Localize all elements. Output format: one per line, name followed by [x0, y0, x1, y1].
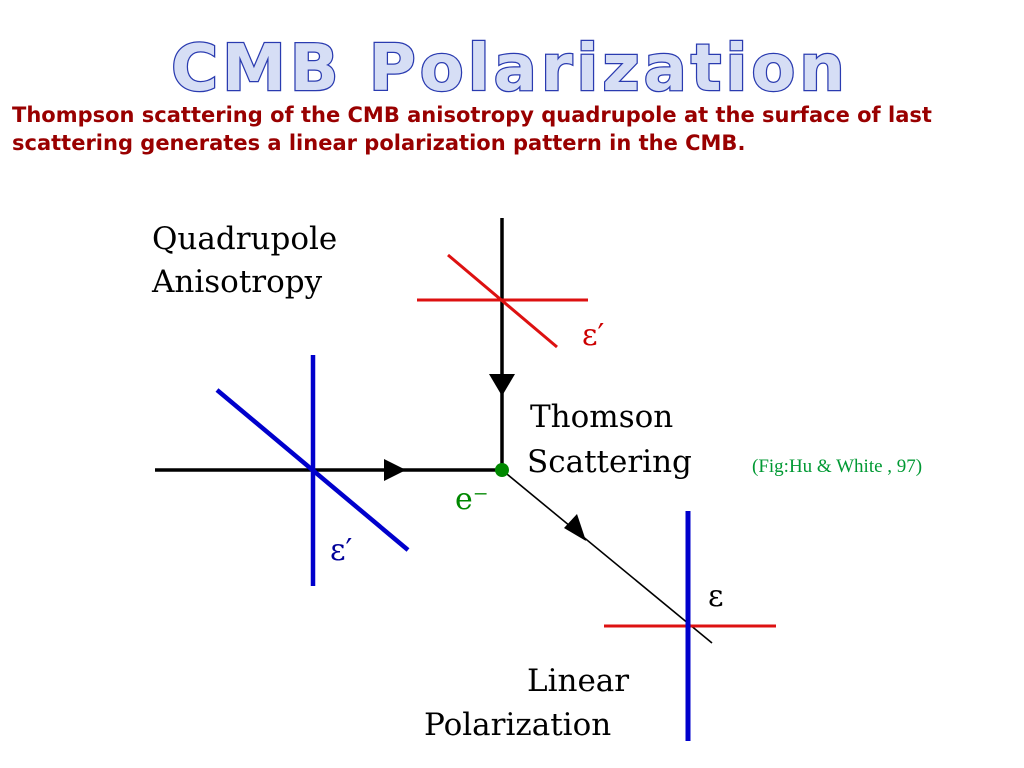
arrow-diagonal-icon: [564, 514, 586, 541]
anisotropy-label: Anisotropy: [151, 264, 323, 300]
top-polarization-diagonal: [447, 253, 558, 349]
intro-paragraph: Thompson scattering of the CMB anisotrop…: [12, 103, 932, 155]
electron-dot-icon: [495, 463, 509, 477]
slide-title: CMB Polarization: [170, 31, 849, 108]
thomson-label: Thomson: [530, 399, 673, 435]
arrow-right-icon: [384, 459, 406, 481]
polarization-label: Polarization: [424, 707, 611, 743]
epsilon-out-label: ε: [708, 579, 724, 614]
figure-credit: (Fig:Hu & White , 97): [752, 456, 922, 477]
epsilon-prime-top-label: ε′: [582, 318, 605, 353]
left-polarization-diagonal: [215, 388, 410, 552]
arrow-down-icon: [489, 374, 515, 396]
electron-label: e⁻: [455, 482, 489, 517]
scattered-ray: [501, 469, 713, 644]
slide-title-text: CMB Polarization: [171, 32, 849, 106]
quadrupole-label: Quadrupole: [152, 221, 337, 257]
scattering-label: Scattering: [527, 444, 692, 480]
epsilon-prime-left-label: ε′: [330, 533, 353, 568]
linear-label: Linear: [527, 663, 629, 699]
